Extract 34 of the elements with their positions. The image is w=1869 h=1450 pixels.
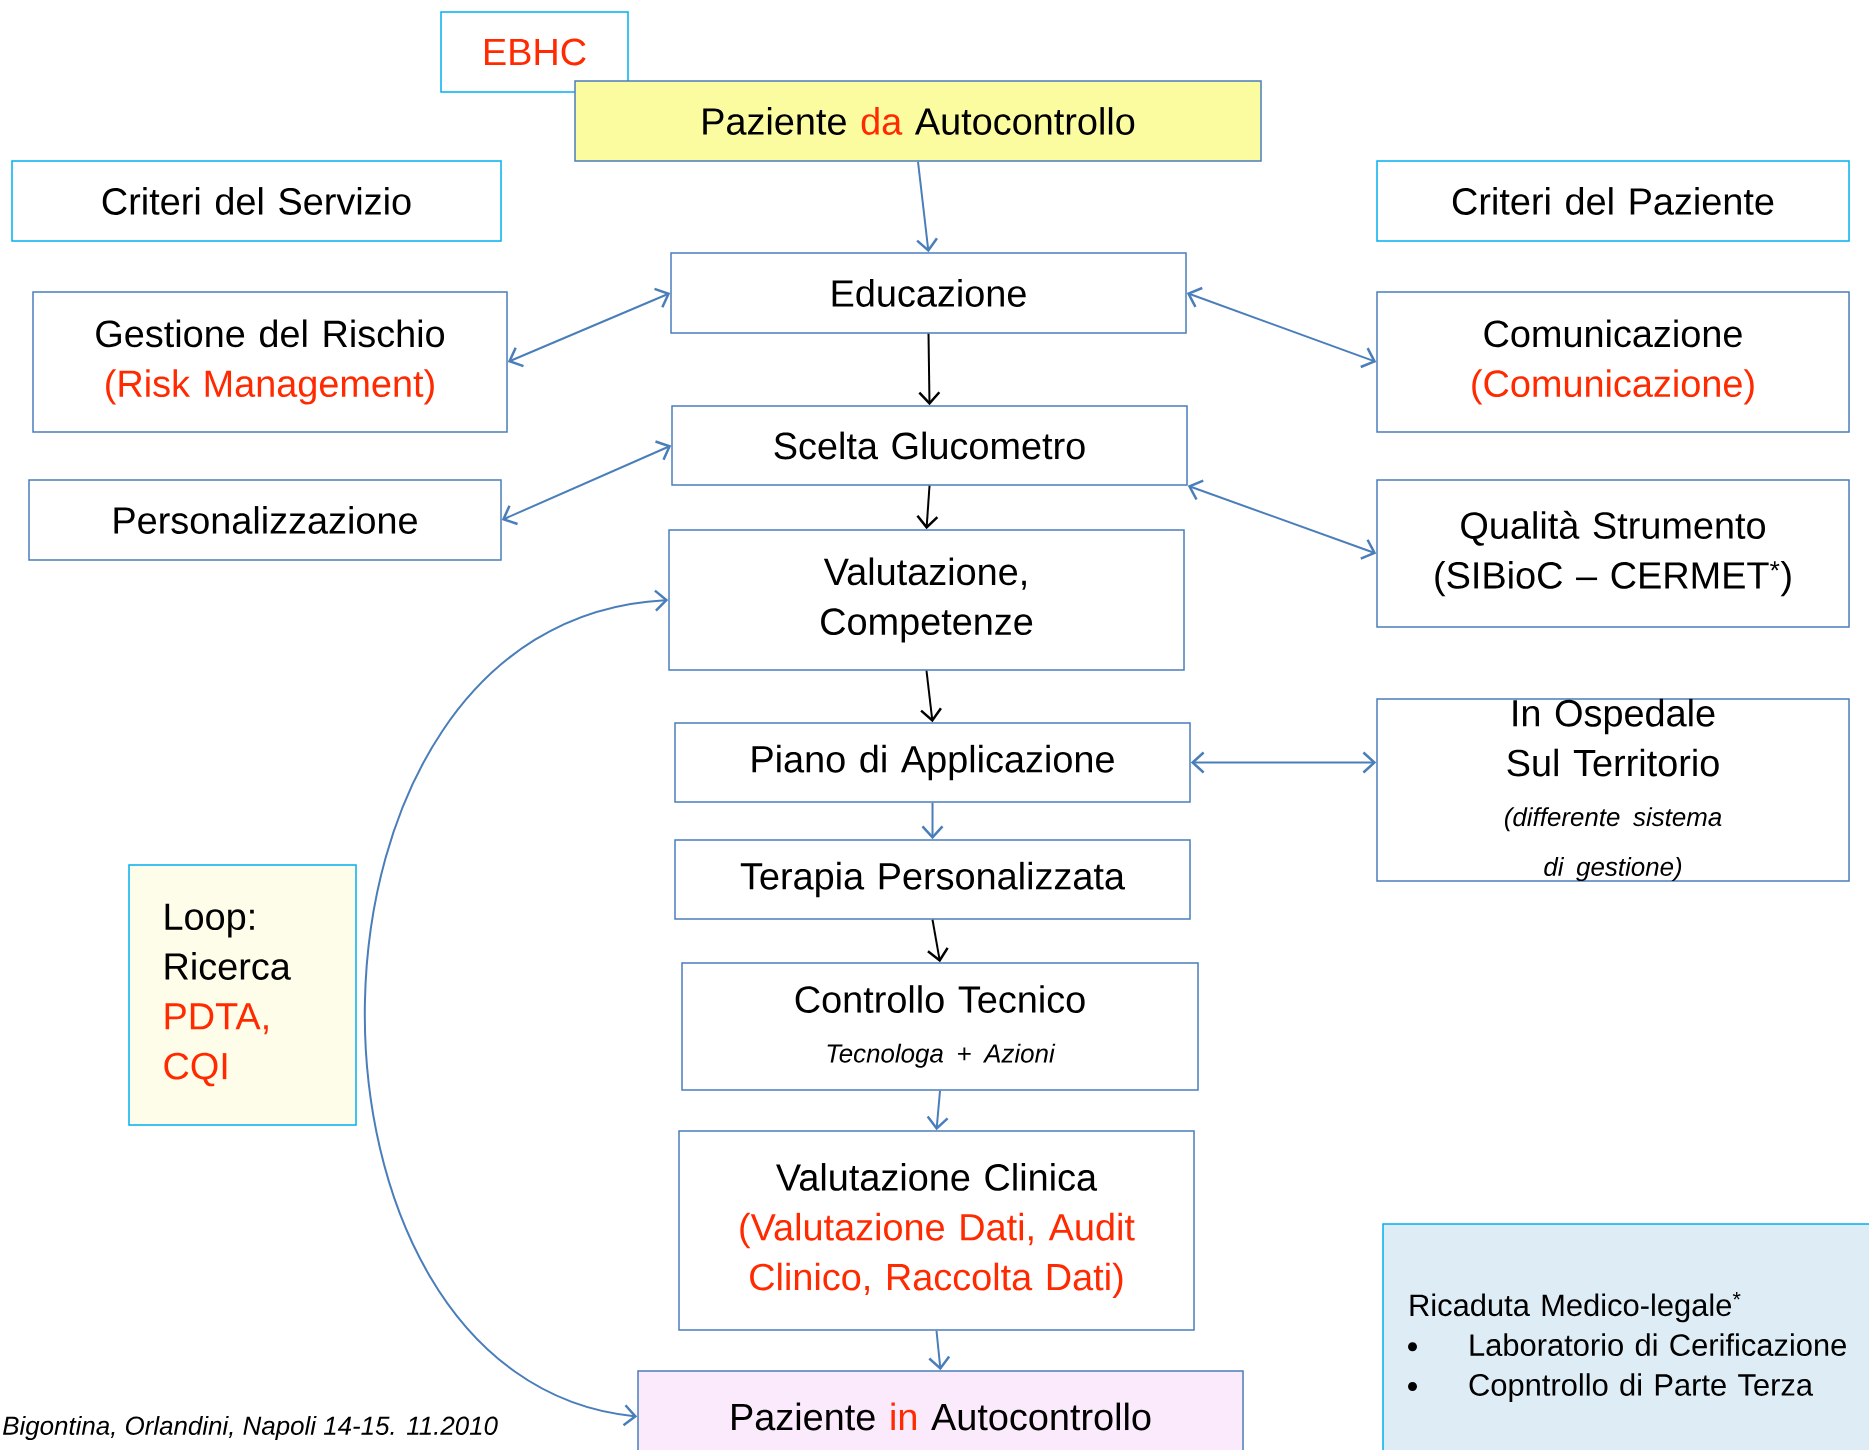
process-box: Valutazione, Competenze <box>668 529 1185 671</box>
note-box: Loop: Ricerca PDTA, CQI <box>128 864 357 1126</box>
arrow <box>916 160 938 253</box>
process-box: Paziente da Autocontrollo <box>574 80 1262 162</box>
arrow <box>1186 286 1377 369</box>
process-box: Scelta Glucometro <box>671 405 1188 486</box>
arrow <box>1187 479 1377 560</box>
process-box: Terapia Personalizzata <box>674 839 1191 920</box>
text-box: Criteri del Paziente <box>1376 160 1850 242</box>
text-box: Comunicazione (Comunicazione) <box>1376 291 1850 433</box>
text-box: EBHC <box>440 11 629 93</box>
arrow <box>507 287 671 368</box>
text-box: In Ospedale Sul Territorio (differente sistema di gestione) <box>1376 698 1850 882</box>
text-box: Personalizzazione <box>28 479 502 561</box>
arrow <box>1190 751 1377 774</box>
process-box: Paziente in Autocontrollo <box>637 1370 1244 1450</box>
text-box: Gestione del Rischio (Risk Management) <box>32 291 508 433</box>
citation: Bigontina, Orlandini, Napoli 14-15. 11.2010 <box>3 1415 498 1441</box>
arrow <box>920 669 942 723</box>
process-box: Valutazione Clinica (Valutazione Dati, Audit Clinico, Raccolta Dati) <box>678 1130 1195 1331</box>
arrow <box>501 440 672 526</box>
process-box: Educazione <box>670 252 1187 334</box>
text-box: Criteri del Servizio <box>11 160 502 242</box>
arrow <box>928 1329 951 1371</box>
process-box: Controllo Tecnico Tecnologa + Azioni <box>681 962 1199 1091</box>
arrow <box>927 918 949 963</box>
curved-arrow <box>363 589 669 1427</box>
note-box: Ricaduta Medico-legale$^{*}$ Laboratorio di Cerificazione Copntrollo di Parte Terza <box>1382 1223 1869 1450</box>
arrow <box>926 1089 949 1131</box>
process-box: Piano di Applicazione <box>674 722 1191 803</box>
arrow <box>921 801 944 840</box>
arrow <box>918 332 941 406</box>
arrow <box>916 484 939 530</box>
text-box: Qualità Strumento (SIBioC – CERMET$^{*}$) <box>1376 479 1850 628</box>
